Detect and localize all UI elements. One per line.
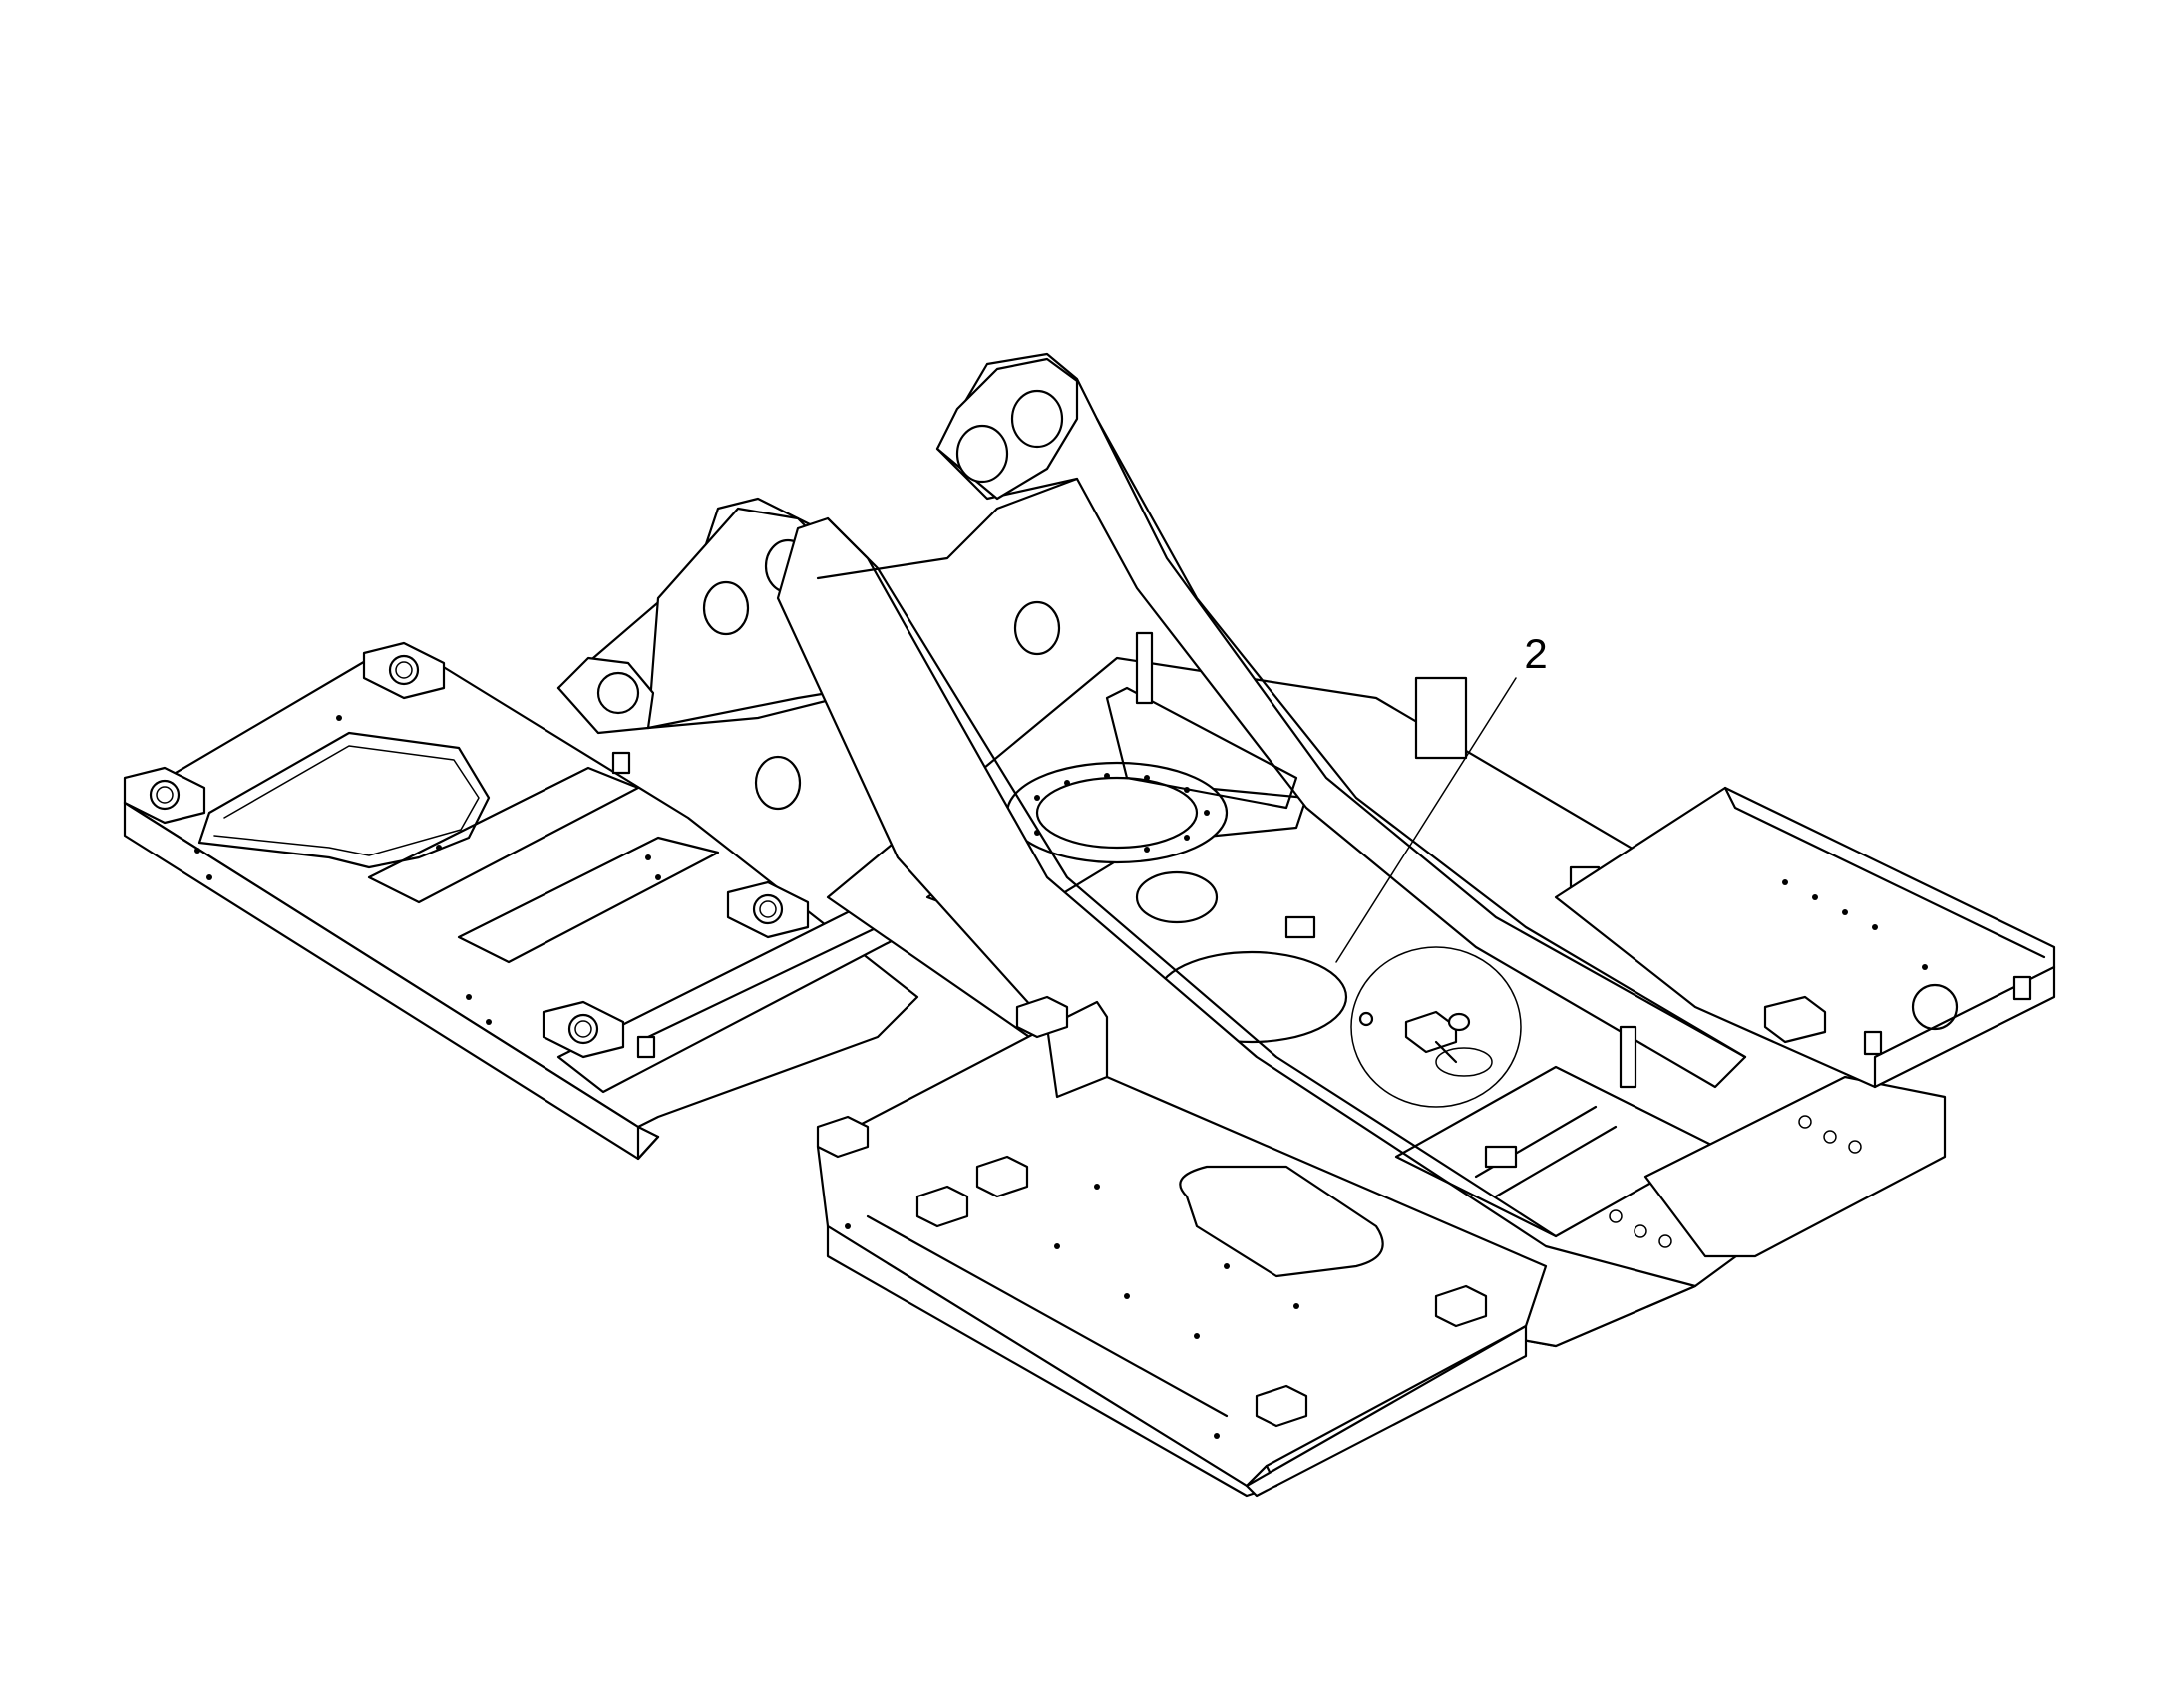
- mount-pad: [542, 1000, 625, 1059]
- mount-pad: [362, 641, 446, 700]
- swing-bearing-ring: [1005, 761, 1229, 864]
- callout-number: 2: [1524, 630, 1547, 677]
- callout-2: 2: [1335, 630, 1548, 963]
- boom-bracket-rear: [816, 352, 1747, 1089]
- excavator-lower-frame-icon: 2: [123, 352, 2056, 1498]
- detail-circle-icon: [1350, 946, 1522, 1108]
- left-side-frame: [123, 641, 929, 1161]
- mount-pad: [726, 880, 810, 939]
- mount-pad: [123, 766, 206, 825]
- boom-bracket-front: [776, 516, 1697, 1348]
- center-body: [556, 352, 1947, 1348]
- right-side-frame: [1554, 786, 2056, 1089]
- front-side-frame: [816, 995, 1548, 1498]
